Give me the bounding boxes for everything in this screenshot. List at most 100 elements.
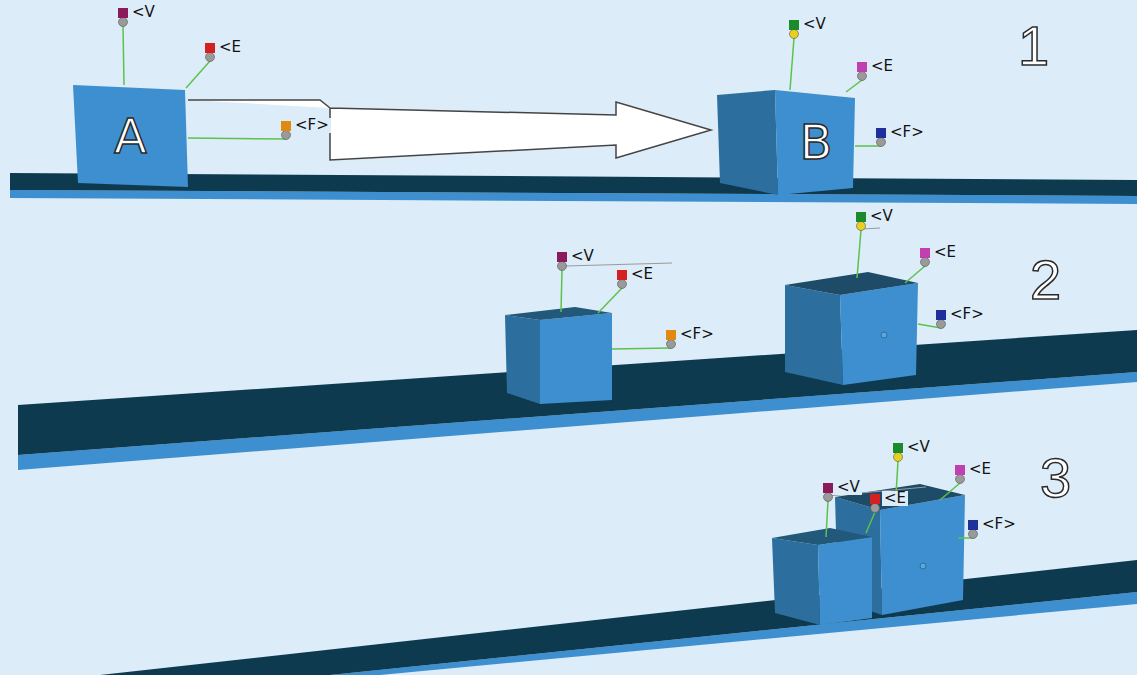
panel-number: 2 bbox=[1030, 252, 1061, 308]
cube-letter: A bbox=[114, 112, 147, 160]
cube bbox=[818, 537, 872, 625]
cube-box: A bbox=[73, 85, 188, 187]
marker-ball bbox=[206, 53, 215, 62]
marker-square bbox=[205, 43, 215, 53]
marker bbox=[612, 330, 676, 349]
marker bbox=[598, 270, 627, 313]
marker-ball bbox=[969, 530, 978, 539]
marker bbox=[557, 252, 567, 312]
marker bbox=[855, 128, 886, 147]
marker-square bbox=[823, 483, 833, 493]
marker bbox=[846, 62, 867, 92]
marker-ball bbox=[871, 504, 880, 513]
marker bbox=[823, 483, 833, 537]
panel-number: 1 bbox=[1018, 18, 1049, 74]
cube-side bbox=[717, 90, 778, 195]
marker-stem bbox=[896, 461, 898, 495]
marker-ball bbox=[824, 493, 833, 502]
marker bbox=[905, 248, 930, 283]
marker bbox=[188, 121, 291, 140]
cube-side bbox=[785, 285, 843, 385]
variable-label: <V bbox=[835, 480, 862, 495]
marker-ball bbox=[618, 280, 627, 289]
marker-ball bbox=[937, 320, 946, 329]
marker bbox=[918, 310, 946, 329]
variable-label: <V bbox=[905, 440, 932, 455]
marker-ball bbox=[282, 131, 291, 140]
marker-ball bbox=[119, 18, 128, 27]
variable-label: <F> bbox=[293, 118, 331, 133]
marker-stem bbox=[561, 270, 562, 312]
cube-top bbox=[772, 528, 872, 545]
variable-label: <E bbox=[882, 491, 908, 506]
variable-label: <V bbox=[569, 249, 596, 264]
marker bbox=[893, 443, 903, 495]
variable-label: <E bbox=[967, 462, 993, 477]
variable-label: <V bbox=[801, 17, 828, 32]
center-dot bbox=[920, 563, 926, 569]
marker-square bbox=[968, 520, 978, 530]
marker-square bbox=[118, 8, 128, 18]
marker-stem bbox=[846, 80, 862, 92]
marker-stem bbox=[855, 145, 881, 147]
marker-square bbox=[281, 121, 291, 131]
marker-stem bbox=[598, 288, 622, 313]
marker bbox=[958, 520, 978, 539]
marker-stem bbox=[905, 266, 925, 283]
transition-arrow bbox=[188, 100, 711, 160]
cube-side bbox=[505, 315, 540, 404]
marker-square bbox=[876, 128, 886, 138]
marker-ball bbox=[558, 262, 567, 271]
marker-square bbox=[617, 270, 627, 280]
floor bbox=[100, 560, 1137, 675]
cube-box: B bbox=[717, 88, 855, 195]
marker-square bbox=[870, 494, 880, 504]
variable-label: <V bbox=[868, 209, 895, 224]
cube bbox=[540, 313, 612, 404]
marker-stem bbox=[612, 348, 671, 349]
marker-stem bbox=[186, 61, 210, 88]
marker bbox=[118, 8, 128, 85]
variable-label: <F> bbox=[888, 125, 926, 140]
cube-letter: B bbox=[800, 118, 833, 166]
variable-label: <E bbox=[932, 245, 958, 260]
cube bbox=[775, 90, 855, 195]
marker bbox=[940, 465, 965, 500]
marker-square bbox=[893, 443, 903, 453]
marker-stem bbox=[940, 483, 960, 500]
variable-label: <E bbox=[869, 59, 895, 74]
cube bbox=[840, 283, 918, 385]
marker-square bbox=[955, 465, 965, 475]
marker bbox=[789, 20, 799, 90]
marker-square bbox=[920, 248, 930, 258]
marker-stem bbox=[866, 512, 875, 533]
marker-stem bbox=[857, 230, 861, 278]
variable-label: <F> bbox=[678, 327, 716, 342]
marker bbox=[856, 212, 866, 278]
panel-number: 3 bbox=[1040, 450, 1071, 506]
marker-stem bbox=[123, 26, 124, 85]
cube bbox=[880, 495, 965, 615]
marker bbox=[186, 43, 215, 88]
marker-square bbox=[856, 212, 866, 222]
marker-ball bbox=[857, 222, 866, 231]
marker-ball bbox=[790, 30, 799, 39]
cube bbox=[73, 85, 188, 187]
marker-ball bbox=[877, 138, 886, 147]
variable-label: <F> bbox=[948, 307, 986, 322]
marker-square bbox=[557, 252, 567, 262]
marker-square bbox=[857, 62, 867, 72]
marker-square bbox=[789, 20, 799, 30]
marker-ball bbox=[858, 72, 867, 81]
marker bbox=[866, 494, 880, 533]
variable-label: <E bbox=[629, 267, 655, 282]
variable-label: <V bbox=[130, 5, 157, 20]
marker-ball bbox=[894, 453, 903, 462]
marker-square bbox=[936, 310, 946, 320]
cube-top bbox=[505, 307, 612, 320]
marker-ball bbox=[921, 258, 930, 267]
center-dot bbox=[881, 332, 887, 338]
marker-stem bbox=[826, 501, 828, 537]
